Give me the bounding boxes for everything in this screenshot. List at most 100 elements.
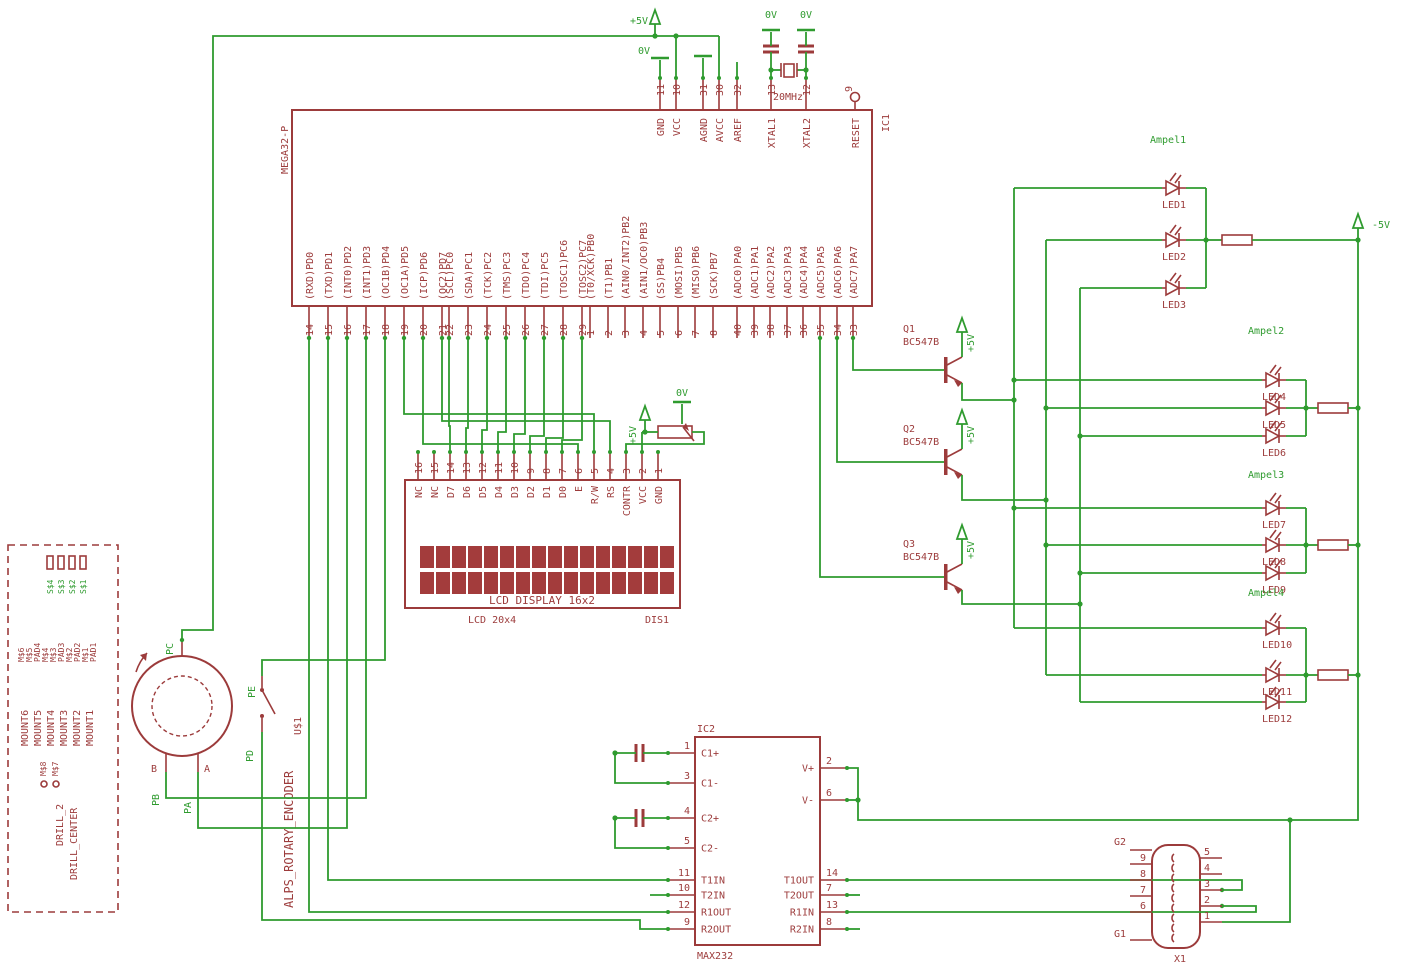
- lcd-char-cell: [420, 572, 434, 594]
- lcd-char-cell: [564, 572, 578, 594]
- led-ray-icon: [1274, 688, 1282, 698]
- supply-arrow-icon: [955, 315, 969, 333]
- ic1-pin-label: AREF: [733, 118, 744, 142]
- ic1-pin-number: 1: [586, 330, 597, 336]
- q1-value-label: BC547B: [903, 337, 939, 348]
- ic1-pin-number: 17: [362, 324, 373, 336]
- rotation-arrowhead-icon: [140, 653, 147, 661]
- resistor: [1317, 402, 1349, 414]
- t1in-wire: [327, 338, 668, 881]
- transistor-collector: [946, 356, 963, 366]
- ic1-pin-label: (TMS)PC3: [502, 252, 513, 300]
- drill-pad: [52, 780, 60, 788]
- net-pe-label: PE: [247, 686, 258, 698]
- led-ray-icon: [1174, 226, 1182, 236]
- led-ray-icon: [1169, 172, 1177, 182]
- junction-dot: [1043, 405, 1049, 411]
- ic1-pin-number: 37: [783, 324, 794, 336]
- m-ref-label: M$7: [51, 761, 60, 776]
- led-ray-icon: [1269, 686, 1277, 696]
- supply-arrow-icon: [638, 403, 652, 421]
- lcd-pin-label: NC: [430, 486, 441, 498]
- lcd-pin-number: 7: [558, 468, 569, 474]
- emitter-arrow-icon: [954, 587, 962, 594]
- ic2-pin-label: V-: [802, 796, 814, 807]
- lcd-pin-label: D2: [526, 486, 537, 498]
- q2-value-label: BC547B: [903, 437, 939, 448]
- lcd-data-wire: [481, 338, 488, 452]
- junction-dot: [673, 33, 679, 39]
- zero-pot-label: 0V: [676, 388, 688, 399]
- ic1-pin-number: 34: [833, 324, 844, 336]
- led-ray-icon: [1169, 224, 1177, 234]
- ic2-pin-number: 13: [826, 900, 838, 911]
- ic1-pin-number: 21: [438, 324, 449, 336]
- lcd-char-cell: [516, 546, 530, 568]
- x1-pin-number: 2: [1204, 895, 1210, 906]
- mount-label: MOUNT3: [59, 710, 70, 746]
- junction-dot: [1011, 505, 1017, 511]
- lcd-e-wire: [422, 338, 579, 452]
- q3-value-label: BC547B: [903, 552, 939, 563]
- ampel-label: Ampel2: [1248, 326, 1284, 337]
- led-triangle-icon: [1265, 536, 1281, 554]
- junction-dot: [1355, 672, 1361, 678]
- ic2-pin-label: R2IN: [790, 925, 814, 936]
- ic1-pin-label: (TXD)PD1: [324, 252, 335, 300]
- net-pc-label: PC: [165, 643, 176, 655]
- lcd-pin-number: 10: [510, 462, 521, 474]
- ic1-pin-number: 3: [621, 330, 632, 336]
- ic1-pin-label: (RXD)PD0: [305, 252, 316, 300]
- lcd-pin-label: D7: [446, 486, 457, 498]
- led-ray-icon: [1269, 529, 1277, 539]
- led-label: LED4: [1262, 392, 1286, 403]
- encoder-pin-b-label: B: [151, 764, 157, 775]
- x1-contact-icon: [1171, 903, 1175, 913]
- lcd-pin-label: D5: [478, 486, 489, 498]
- ic2-pin-number: 3: [684, 771, 690, 782]
- q1-base-wire: [852, 338, 944, 371]
- pad-ref-label: PAD4: [33, 643, 42, 662]
- lcd-pin-label: R/W: [590, 485, 601, 504]
- q3-base-wire: [819, 338, 944, 578]
- solder-jumper: [79, 555, 87, 570]
- sref-label: S$1: [79, 579, 88, 594]
- led-ray-icon: [1269, 420, 1277, 430]
- lcd-title-label: LCD DISPLAY 16x2: [489, 594, 595, 607]
- mount-label: MOUNT5: [33, 710, 44, 746]
- ic2-ref-label: IC2: [697, 724, 715, 735]
- ic1-pin-number: 28: [559, 324, 570, 336]
- lcd-char-cell: [484, 572, 498, 594]
- led-triangle-icon: [1265, 499, 1281, 517]
- solder-jumper: [46, 555, 54, 570]
- x1-contact-icon: [1171, 933, 1175, 943]
- switch-lever: [261, 689, 276, 715]
- lcd-data-wire: [529, 338, 545, 452]
- junction-dot: [612, 750, 618, 756]
- x1-contact-icon: [1171, 883, 1175, 893]
- x1-contact-icon: [1171, 853, 1175, 863]
- pad-ref-label: M$1: [81, 647, 90, 662]
- lcd-data-wire: [465, 338, 469, 452]
- ic1-pin-label: AVCC: [715, 118, 726, 142]
- emitter-arrow-icon: [954, 472, 962, 479]
- led-ray-icon: [1174, 274, 1182, 284]
- ic1-pin-label: GND: [656, 118, 667, 136]
- lcd-pin-number: 14: [446, 462, 457, 474]
- ic2-pin-number: 10: [678, 883, 690, 894]
- lcd-char-cell: [612, 546, 626, 568]
- led-label: LED7: [1262, 520, 1286, 531]
- led-label: LED12: [1262, 714, 1292, 725]
- ic1-pin-number: 2: [604, 330, 615, 336]
- mount-label: MOUNT4: [46, 710, 57, 746]
- ic1-pin-number: 4: [639, 330, 650, 336]
- ic1-part-label: MEGA32-P: [280, 126, 291, 174]
- ic1-pin-label: (MISO)PB6: [691, 246, 702, 300]
- minus-rail: [857, 240, 1359, 821]
- led-label: LED2: [1162, 252, 1186, 263]
- encoder-pin-a-label: A: [204, 764, 210, 775]
- resistor: [1317, 539, 1349, 551]
- lcd-char-cell: [516, 572, 530, 594]
- plus5-top-label: +5V: [630, 16, 648, 27]
